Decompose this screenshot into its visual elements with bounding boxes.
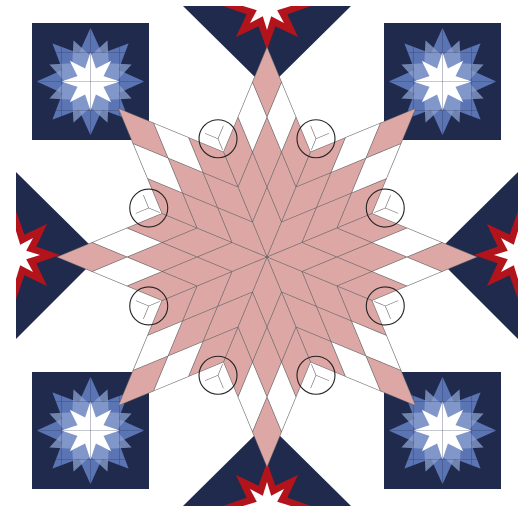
seam-line [143,195,148,208]
seam-line [316,133,329,138]
seam-line [374,208,385,213]
seam-line [374,301,385,306]
seam-line [149,208,160,213]
seam-line [205,375,218,380]
seam-line [136,208,149,213]
center-point [266,256,269,259]
seam-line [316,375,329,380]
seam-line [218,364,223,375]
seam-line [218,126,223,139]
seam-line [136,301,149,306]
seam-line [311,375,316,388]
seam-line [143,306,148,319]
seam-line [385,301,398,306]
seam-line [311,364,316,375]
seam-line [385,195,390,208]
seam-line [205,133,218,138]
seam-line [385,208,398,213]
seam-line [311,126,316,139]
seam-line [311,139,316,150]
seam-line [218,139,223,150]
seam-line [149,301,160,306]
center-lone-star [57,47,477,467]
seam-line [218,375,223,388]
seam-line [385,306,390,319]
